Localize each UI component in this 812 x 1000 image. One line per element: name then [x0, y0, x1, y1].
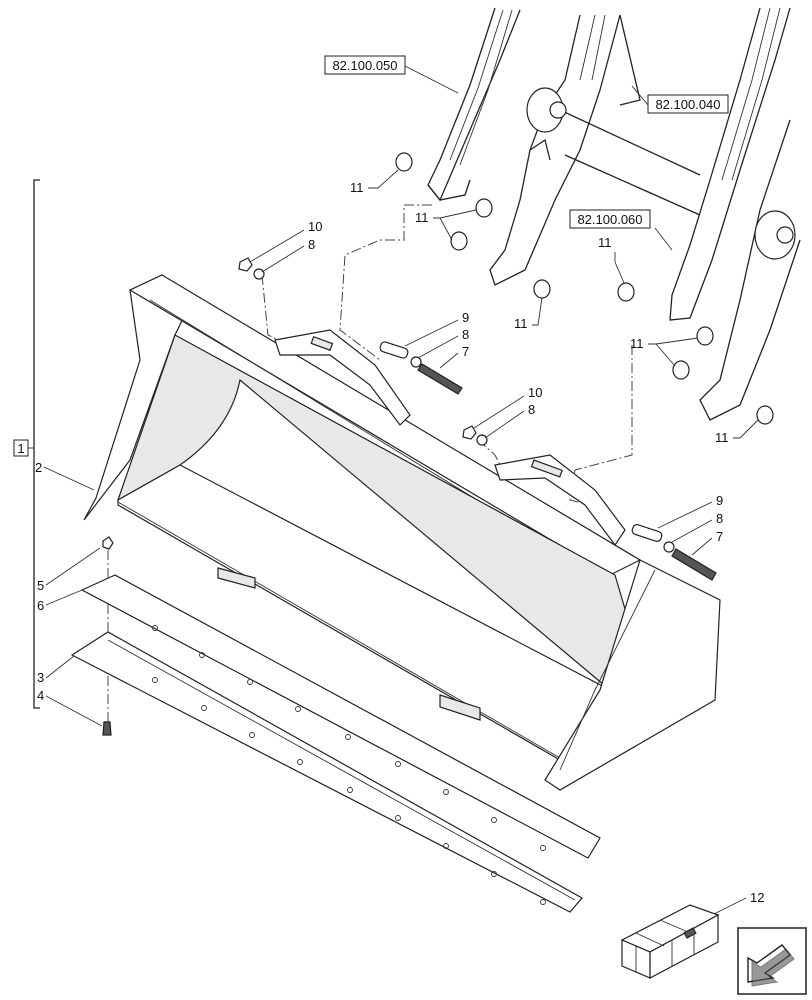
- callout-11-a: 11: [350, 180, 364, 195]
- callout-10-a: 10: [308, 219, 322, 234]
- loader-arm-right: [669, 7, 801, 421]
- callout-8-a: 8: [308, 237, 315, 252]
- callout-4: 4: [37, 688, 44, 703]
- hardware-left-set: [238, 257, 463, 395]
- group-bracket: 1: [13, 179, 40, 709]
- bucket: [83, 274, 721, 791]
- callout-11-f: 11: [715, 430, 729, 445]
- kit-box-icon: [620, 904, 720, 979]
- next-page-arrow-icon[interactable]: [737, 927, 807, 995]
- callout-3: 3: [37, 670, 44, 685]
- bushing-parts: [395, 152, 774, 425]
- svg-text:82.100.040: 82.100.040: [655, 97, 720, 112]
- cutting-edge-holes: [152, 625, 546, 905]
- callout-8-b: 8: [462, 327, 469, 342]
- callout-8-c: 8: [528, 402, 535, 417]
- callouts: 2 5 6 3 4 10 8 9 8 7 10 8 9 8: [35, 169, 764, 916]
- callout-11-c: 11: [514, 316, 528, 331]
- callout-6: 6: [37, 598, 44, 613]
- callout-9-b: 9: [716, 493, 723, 508]
- callout-9-a: 9: [462, 310, 469, 325]
- reference-arm-left[interactable]: 82.100.050: [324, 55, 459, 94]
- svg-text:82.100.050: 82.100.050: [332, 58, 397, 73]
- callout-7-b: 7: [716, 529, 723, 544]
- callout-2: 2: [35, 460, 42, 475]
- callout-7-a: 7: [462, 344, 469, 359]
- group-label: 1: [17, 441, 24, 456]
- callout-11-d: 11: [598, 235, 612, 250]
- callout-8-d: 8: [716, 511, 723, 526]
- hardware-right-set: [462, 425, 717, 581]
- reference-arm-right[interactable]: 82.100.060: [569, 209, 673, 251]
- loader-arm-center: [489, 14, 701, 286]
- cutting-edge-assembly: [70, 536, 601, 913]
- callout-5: 5: [37, 578, 44, 593]
- callout-11-e: 11: [630, 336, 644, 351]
- callout-12: 12: [750, 890, 764, 905]
- callout-11-b: 11: [415, 210, 429, 225]
- loader-arm-left: [427, 7, 521, 202]
- svg-text:82.100.060: 82.100.060: [577, 212, 642, 227]
- callout-10-b: 10: [528, 385, 542, 400]
- reference-arm-center[interactable]: 82.100.040: [631, 85, 729, 114]
